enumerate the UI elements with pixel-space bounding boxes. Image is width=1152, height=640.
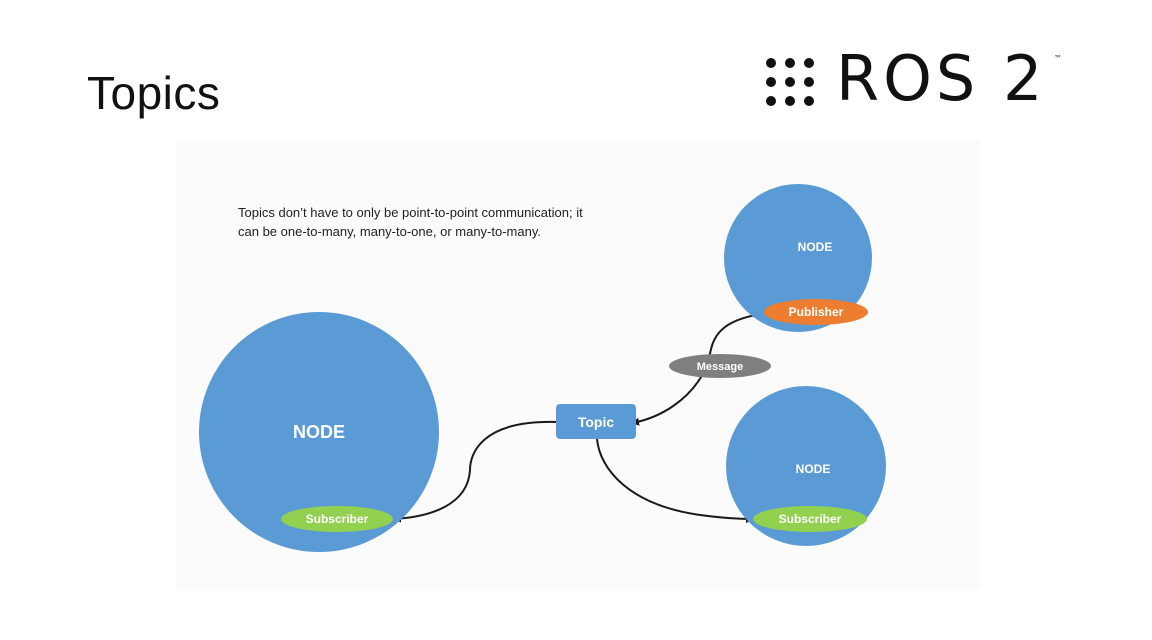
subscriber-label: Subscriber <box>779 512 842 526</box>
node-left: NODE Subscriber <box>199 312 439 552</box>
subscriber-port <box>281 506 393 532</box>
node-label: NODE <box>798 240 833 254</box>
node-label: NODE <box>293 422 345 442</box>
topic: Topic <box>556 404 636 439</box>
node-circle <box>726 386 886 546</box>
slide-title: Topics <box>87 67 221 119</box>
caption-line: can be one-to-many, many-to-one, or many… <box>238 224 541 239</box>
node-label: NODE <box>796 462 831 476</box>
subscriber-port <box>753 506 867 532</box>
node-circle <box>724 184 872 332</box>
publisher-label: Publisher <box>789 305 844 319</box>
message-bubble <box>669 354 771 378</box>
topic-label: Topic <box>578 414 615 430</box>
topic-to-left-subscriber-arrow <box>393 420 557 523</box>
caption-line: Topics don’t have to only be point-to-po… <box>238 205 583 220</box>
ros2-logo: ROS 2 ™ <box>764 48 1064 116</box>
topic-to-right-subscriber-arrow <box>596 438 754 523</box>
publisher-port <box>764 299 868 325</box>
node-circle <box>199 312 439 552</box>
diagram-caption: Topics don’t have to only be point-to-po… <box>238 203 658 241</box>
subscriber-label: Subscriber <box>306 512 369 526</box>
logo-trademark: ™ <box>1054 54 1062 63</box>
logo-text: ROS 2 <box>836 42 1047 115</box>
logo-dots-icon <box>766 58 826 110</box>
message-label: Message <box>697 361 743 373</box>
node-top-right: NODE Publisher <box>724 184 872 332</box>
node-bottom-right: NODE Subscriber <box>726 386 886 546</box>
topic-box <box>556 404 636 439</box>
message: Message <box>669 354 771 378</box>
